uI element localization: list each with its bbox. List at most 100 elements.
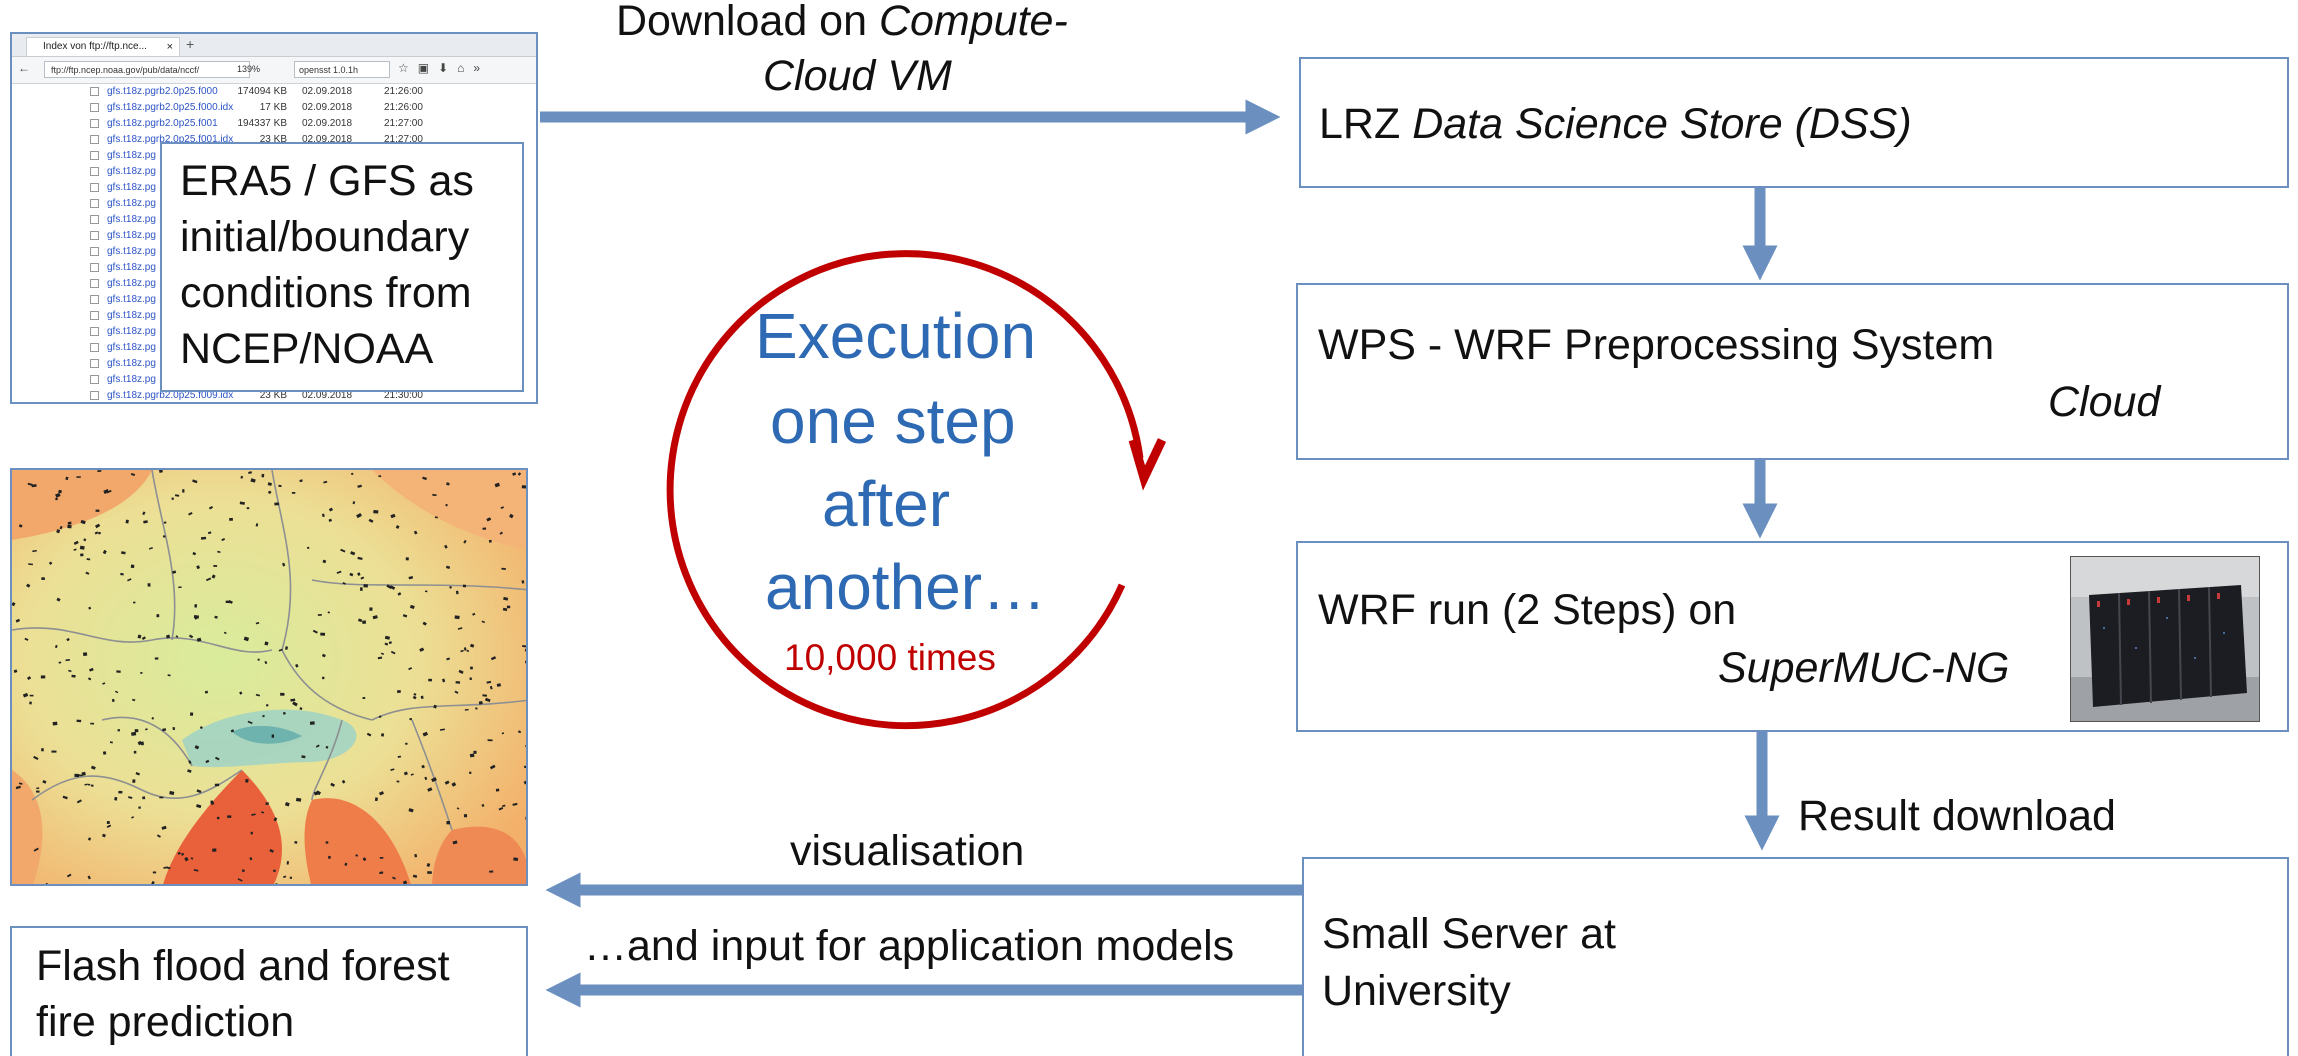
precip-dot	[456, 807, 460, 810]
precip-dot	[196, 565, 201, 570]
file-name: gfs.t18z.pg	[107, 358, 156, 369]
precip-dot	[278, 484, 282, 488]
browser-tab: Index von ftp://ftp.nce... ×	[26, 37, 180, 56]
precip-dot	[106, 489, 112, 494]
precip-dot	[26, 676, 32, 680]
precip-dot	[422, 621, 427, 626]
precip-dot	[360, 587, 363, 591]
file-row: gfs.t18z.pg	[12, 308, 536, 324]
precip-dot	[409, 718, 412, 721]
precip-dot	[87, 783, 91, 786]
precip-dot	[141, 741, 144, 746]
precip-dot	[413, 530, 418, 535]
file-size: 174094 KB	[237, 86, 288, 97]
precip-dot	[45, 883, 48, 884]
precip-dot	[58, 489, 62, 494]
precip-dot	[427, 871, 432, 874]
wrf-machine: SuperMUC	[1718, 644, 1931, 692]
precip-dot	[111, 698, 115, 702]
precip-dot	[269, 848, 274, 853]
precip-dot	[257, 658, 260, 661]
precip-dot	[140, 671, 143, 674]
precip-dot	[299, 479, 303, 483]
precip-dot	[178, 586, 182, 589]
precip-dot	[525, 816, 526, 820]
file-checkbox	[90, 343, 99, 352]
precip-dot	[289, 876, 292, 879]
precip-dot	[322, 559, 327, 564]
precip-dot	[54, 497, 59, 501]
precip-dot	[221, 537, 226, 542]
file-date: 02.09.2018	[302, 390, 353, 401]
precip-dot	[481, 803, 485, 807]
precip-dot	[32, 549, 37, 553]
download-label: Download on Compute-	[616, 0, 1068, 48]
file-name: gfs.t18z.pg	[107, 166, 156, 177]
precip-dot	[87, 837, 92, 841]
precip-dot	[211, 574, 216, 579]
precip-dot	[513, 857, 519, 862]
precip-dot	[255, 693, 261, 697]
wps-abbr: WPS	[1318, 321, 1416, 369]
precip-dot	[390, 513, 396, 519]
precip-dot	[246, 507, 250, 510]
precip-dot	[396, 689, 401, 694]
file-row: gfs.t18z.pg	[12, 164, 536, 180]
file-name: gfs.t18z.pg	[107, 198, 156, 209]
precip-dot	[454, 615, 460, 620]
precip-dot	[137, 740, 142, 746]
precip-dot	[188, 760, 192, 765]
precip-dot	[181, 852, 185, 856]
close-icon: ×	[166, 41, 173, 53]
browser-zoom-level: 139%	[237, 64, 261, 74]
file-name: gfs.t18z.pg	[107, 294, 156, 305]
file-name: gfs.t18z.pgrb2.0p25.f000	[107, 86, 218, 97]
precip-dot	[156, 614, 160, 618]
precip-dot	[214, 615, 218, 619]
file-date: 02.09.2018	[302, 134, 353, 145]
precip-dot	[87, 875, 91, 880]
precip-dot	[18, 524, 23, 528]
precip-dot	[444, 544, 448, 549]
precip-dot	[132, 779, 136, 783]
precip-dot	[413, 693, 417, 696]
precip-dot	[193, 615, 200, 619]
precip-dot	[188, 512, 193, 516]
precip-dot	[217, 550, 221, 554]
precip-dot	[502, 804, 506, 808]
precip-dot	[431, 777, 437, 783]
precip-dot	[482, 527, 487, 530]
precip-dot	[250, 831, 254, 835]
file-size: 194337 KB	[237, 118, 288, 129]
precip-dot	[525, 744, 526, 749]
file-row: gfs.t18z.pg	[12, 212, 536, 228]
precip-dot	[106, 824, 112, 828]
precip-dot	[148, 546, 153, 550]
precip-dot	[327, 611, 331, 614]
file-name: gfs.t18z.pg	[107, 182, 156, 193]
precip-dot	[97, 470, 102, 473]
precip-dot	[328, 518, 333, 522]
precip-dot	[223, 631, 227, 635]
precip-dot	[210, 801, 215, 806]
precip-dot	[357, 556, 363, 561]
precip-dot	[373, 510, 379, 514]
file-row: gfs.t18z.pg	[12, 292, 536, 308]
download-label-line2: Cloud VM	[763, 52, 952, 100]
precip-dot	[362, 696, 366, 700]
precip-dot	[357, 484, 362, 488]
precip-dot	[58, 661, 62, 664]
precip-dot	[344, 862, 348, 867]
precip-dot	[169, 790, 175, 796]
precip-dot	[490, 656, 497, 661]
file-row: gfs.t18z.pg	[12, 372, 536, 388]
era-box-line1: ERA5 / GFS as	[180, 157, 474, 205]
precip-dot	[501, 567, 506, 570]
precip-dot	[422, 476, 427, 481]
precip-dot	[114, 690, 119, 694]
precip-dot	[462, 584, 467, 588]
precip-dot	[408, 667, 413, 671]
precip-dot	[189, 712, 194, 716]
precip-dot	[295, 663, 299, 668]
